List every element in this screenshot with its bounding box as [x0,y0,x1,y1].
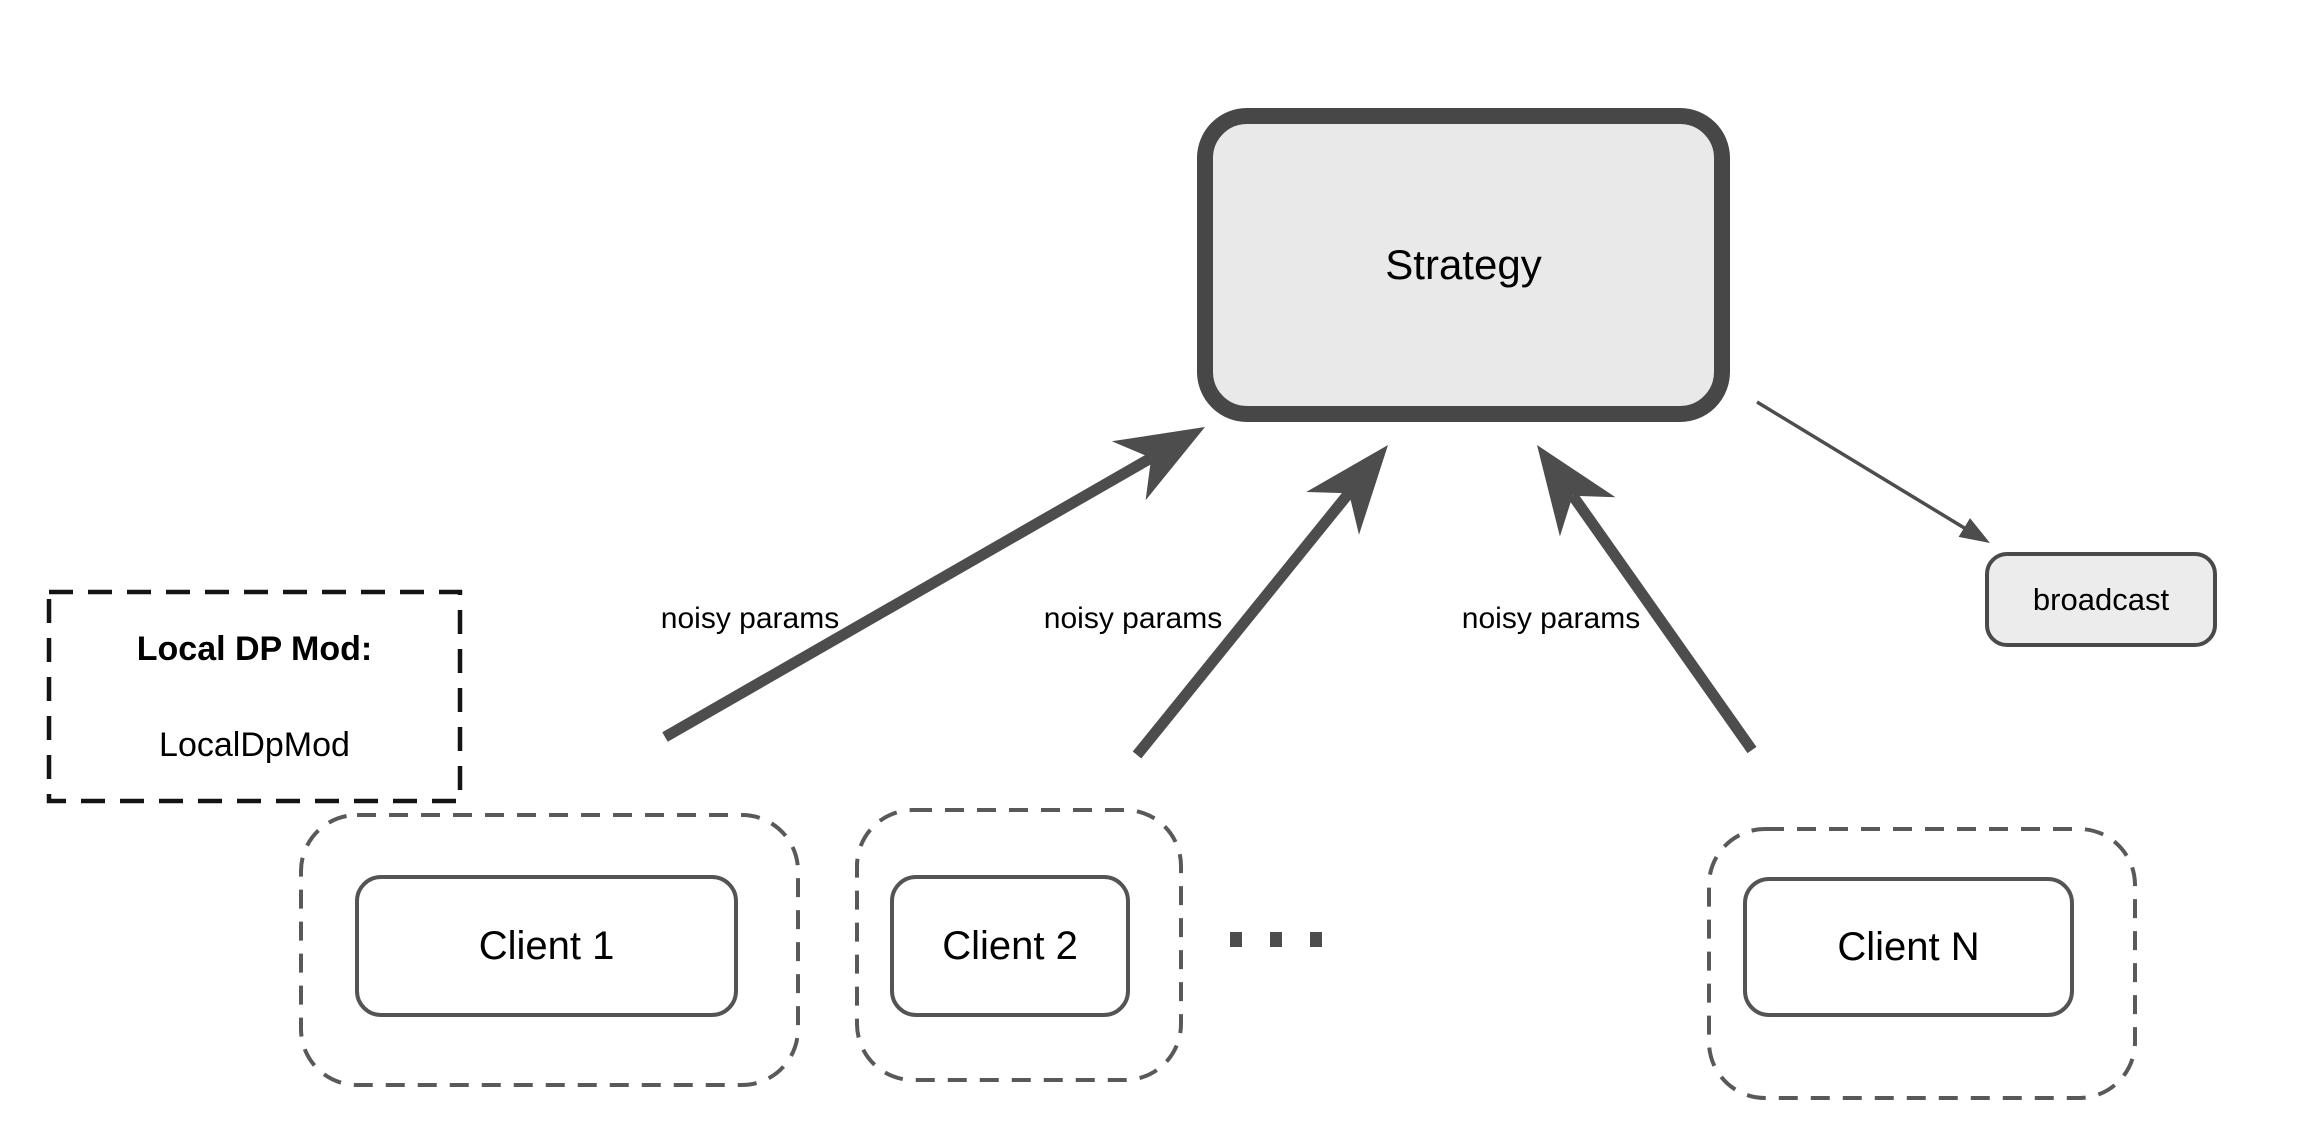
broadcast-label: broadcast [2032,581,2170,617]
noisy-params-label-2: noisy params [1043,602,1223,635]
noisy-params-label-1: noisy params [660,602,840,635]
broadcast-node: broadcast [1985,552,2217,647]
arrow-strategy-to-broadcast-shaft [1756,400,1967,531]
client-1-node: Client 1 [355,875,738,1017]
strategy-node: Strategy [1197,108,1730,422]
ellipsis-dot [1230,932,1242,947]
strategy-label: Strategy [1385,241,1542,288]
arrow-client2-to-strategy-head [1306,445,1388,535]
client-2-label: Client 2 [942,923,1078,968]
arrow-client1-to-strategy-head [1111,427,1205,501]
ellipsis-dot [1270,932,1282,947]
client-n-dashed-container [1707,827,2137,1100]
local-dp-mod-heading: Local DP Mod: [136,630,373,668]
client-2-dashed-container [855,808,1183,1082]
noisy-params-label-3: noisy params [1461,602,1641,635]
ellipsis-dots [1230,932,1322,947]
client-1-label: Client 1 [478,923,615,968]
arrow-clientN-to-strategy-head [1537,445,1616,537]
client-n-node: Client N [1743,877,2074,1017]
client-2-node: Client 2 [890,875,1130,1017]
local-dp-mod-dashed-box [46,589,463,804]
arrow-clientN-to-strategy-shaft [1568,492,1757,754]
ellipsis-dot [1310,932,1322,947]
local-dp-mod-value: LocalDpMod [159,726,350,764]
arrow-strategy-to-broadcast-head [1958,518,1990,543]
arrow-client1-to-strategy-shaft [662,453,1154,742]
client-1-dashed-container [299,813,800,1087]
client-n-label: Client N [1837,924,1980,969]
arrow-client2-to-strategy-shaft [1132,489,1354,759]
